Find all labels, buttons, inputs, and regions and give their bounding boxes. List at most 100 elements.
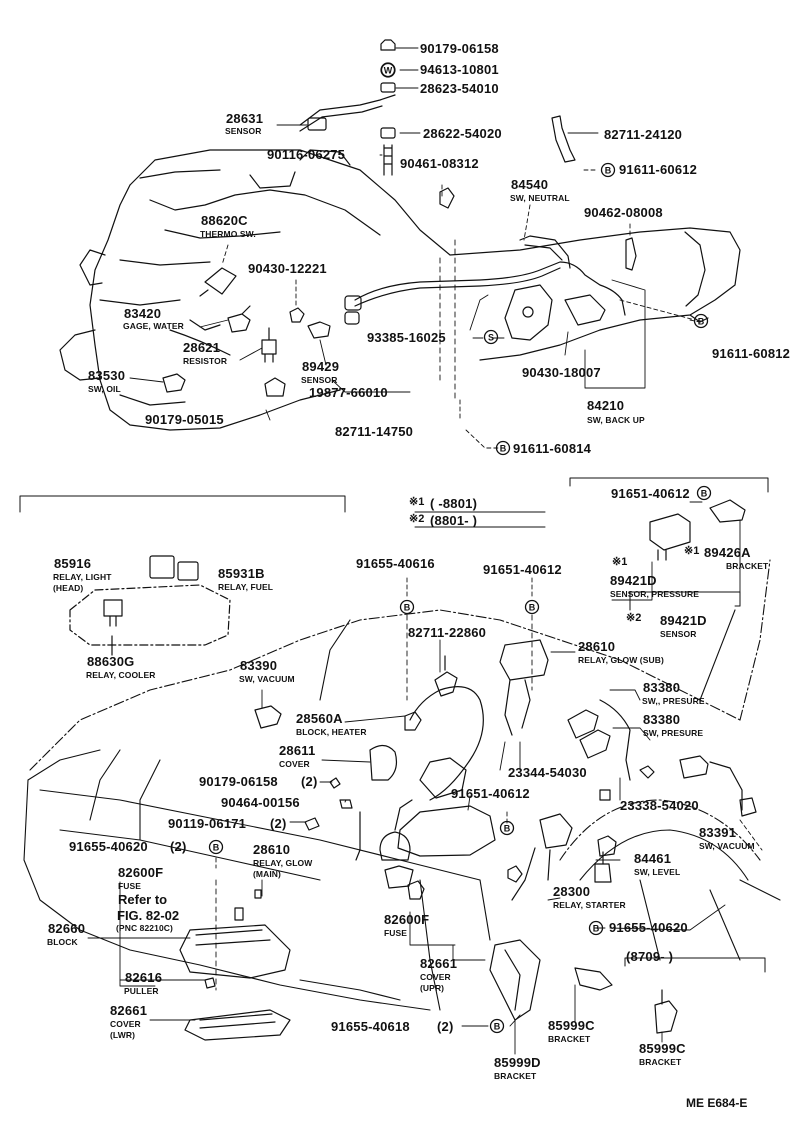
bolt-marker-icon: B [213,843,220,853]
cross-reference-pnc: (PNC 82210C) [116,923,173,933]
part-description: RELAY, GLOW [253,858,313,868]
part-number: 28623-54010 [420,81,499,96]
part-number: 28611 [279,743,316,758]
part-number: 28560A [296,711,343,726]
washer-icon: W [384,66,393,76]
part-number: 83391 [699,825,737,840]
bolt-marker-icon: B [500,444,507,454]
leader-lines-bottom [87,577,763,1055]
part-description: SW, OIL [88,384,121,394]
part-number: 88630G [87,654,135,669]
part-number: 91655-40620 [69,839,148,854]
part-description: (HEAD) [53,583,84,593]
note-range: ( -8801) [430,496,478,511]
quantity: (2) [437,1019,454,1034]
neutral-switch-harness [344,235,626,341]
part-description: RESISTOR [183,356,228,366]
note-mark: ※2 [626,612,642,624]
part-number: 82711-14750 [335,424,414,439]
bolt-marker-icon: B [529,603,536,613]
part-description: BRACKET [639,1057,682,1067]
part-description: COVER [420,972,451,982]
part-number: 90116-06275 [267,147,346,162]
part-description: SW, BACK UP [587,415,645,425]
part-number: 85999D [494,1055,541,1070]
part-number: 28300 [553,884,591,899]
part-description: FUSE [384,928,408,938]
note-mark: ※2 [409,513,425,525]
part-description: RELAY, LIGHT [53,572,112,582]
part-description: PULLER [124,986,159,996]
part-number: 28622-54020 [423,126,502,141]
screw-marker-icon: S [488,333,494,343]
part-description: RELAY, GLOW (SUB) [578,655,664,665]
engine-bay-components [254,639,757,901]
part-number: 28631 [226,111,264,126]
part-number: 85999C [548,1018,595,1033]
part-number: 82711-24120 [604,127,683,142]
part-description: BLOCK, HEATER [296,727,367,737]
part-number: 84540 [511,177,549,192]
part-number: 85999C [639,1041,686,1056]
section-dividers [19,477,769,973]
part-number: 93385-16025 [367,330,446,345]
part-description: GAGE, WATER [123,321,184,331]
part-number: 88620C [201,213,248,228]
part-number: 90179-06158 [420,41,499,56]
part-description: RELAY, STARTER [553,900,626,910]
part-number: 28610 [253,842,291,857]
marker-symbols [208,62,712,1034]
part-number: 83420 [124,306,162,321]
note-mark: ※1 [409,496,425,508]
part-number: 90119-06171 [168,816,247,831]
pressure-sensor-parts [611,499,746,607]
bolt-marker-icon: B [593,924,600,934]
bolt-marker-icon: B [494,1022,501,1032]
part-number: 82660 [48,921,86,936]
part-description: (LWR) [110,1030,136,1040]
part-description: SENSOR [660,629,697,639]
part-number: 82616 [125,970,163,985]
part-description: SW, VACUUM [699,841,755,851]
part-number: 91651-40612 [483,562,562,577]
bolt-marker-icon: B [701,489,708,499]
part-description: FUSE [118,881,142,891]
part-number: 91611-60814 [513,441,592,456]
note-mark: ※1 [612,556,628,568]
part-description: SENSOR [301,375,338,385]
part-description: RELAY, FUEL [218,582,274,592]
part-description: RELAY, COOLER [86,670,156,680]
part-number: 82600F [384,912,430,927]
part-description: (MAIN) [253,869,281,879]
part-description: SENSOR, PRESSURE [610,589,699,599]
part-number: 83390 [240,658,278,673]
part-number: 91655-40618 [331,1019,410,1034]
part-description: BRACKET [726,561,769,571]
part-number: 84210 [587,398,625,413]
part-number: 91651-40612 [451,786,530,801]
bolt-marker-icon: B [404,603,411,613]
part-number: 90179-06158 [199,774,278,789]
part-description: (UPR) [420,983,445,993]
part-number: 90179-05015 [145,412,224,427]
part-number: 82661 [110,1003,148,1018]
note-range: (8801- ) [430,513,478,528]
bolt-marker-icon: B [605,166,612,176]
part-description: COVER [279,759,310,769]
bolt-marker-icon: B [504,824,511,834]
part-number: 90464-00156 [221,795,300,810]
part-description: BLOCK [47,937,78,947]
part-description: BRACKET [548,1034,591,1044]
part-number: 90430-18007 [522,365,601,380]
part-number: 85931B [218,566,265,581]
part-description: SW, VACUUM [239,674,295,684]
part-description: SENSOR [225,126,262,136]
leader-lines-top [129,47,701,449]
part-number: 90461-08312 [400,156,479,171]
part-number: 83380 [643,712,681,727]
part-number: 82600F [118,865,164,880]
part-number: 89426A [704,545,751,560]
fuse-block-parts [179,889,678,1041]
part-number: 82711-22860 [408,625,487,640]
